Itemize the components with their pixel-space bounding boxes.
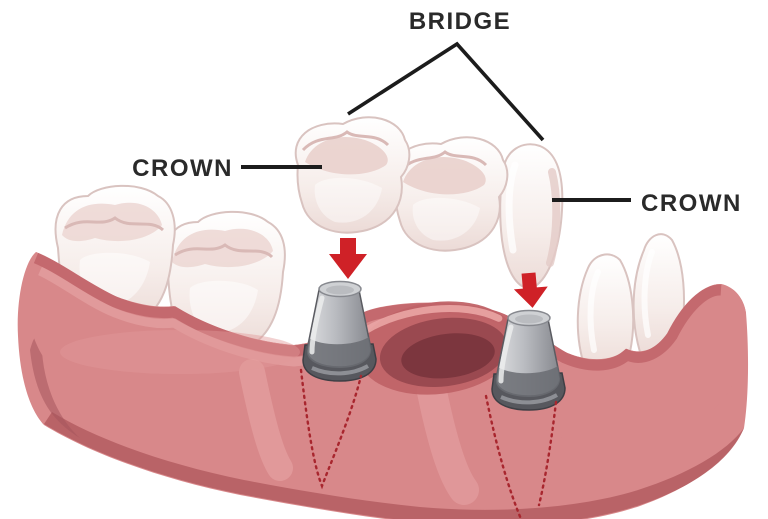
gum-streak-2 xyxy=(417,377,479,505)
down-arrow-right-icon xyxy=(513,272,548,308)
abutment-highlight xyxy=(498,324,514,384)
abutment-body-band xyxy=(307,337,371,368)
crown-shading xyxy=(403,156,486,195)
dental-bridge xyxy=(294,116,564,289)
root-outlines xyxy=(299,368,558,519)
bridge-pointer-line xyxy=(347,41,545,142)
down-arrow-left-icon xyxy=(329,238,367,279)
crown-shading xyxy=(305,136,388,175)
gum-corner-shadow xyxy=(30,337,80,438)
tooth-cusp-line xyxy=(64,216,165,232)
implant-abutment-left xyxy=(302,280,377,382)
crown-cusp-line xyxy=(301,130,390,152)
crown-label-right: CROWN xyxy=(641,190,742,217)
abutment-highlight xyxy=(309,295,325,355)
crown-highlight xyxy=(314,177,382,223)
abutment-top-inner xyxy=(326,285,354,295)
placement-arrows xyxy=(329,238,548,308)
abutment-body-band xyxy=(496,366,560,397)
crown-label-left: CROWN xyxy=(132,155,233,182)
implant-abutment-right xyxy=(491,309,566,411)
socket-rim-highlight xyxy=(361,305,503,335)
crown-cusp-line xyxy=(399,150,488,172)
pointer-lines xyxy=(241,41,631,202)
socket-deep xyxy=(401,333,495,379)
bridge-label: BRIDGE xyxy=(408,8,512,35)
bridge-crown-right xyxy=(499,143,564,289)
gum-collars xyxy=(26,252,746,505)
crown-highlight xyxy=(412,197,480,241)
tooth-cusp-line xyxy=(174,243,274,259)
abutment-flange-reflection xyxy=(311,364,369,376)
tooth-shading xyxy=(62,202,162,242)
left-molar-2 xyxy=(164,210,286,353)
crown-highlight xyxy=(505,161,519,254)
abutment-top-inner xyxy=(515,314,543,324)
root-outline-right-b xyxy=(537,400,558,507)
bridge-pontic-middle xyxy=(392,136,509,252)
gum-streak-3 xyxy=(60,330,300,374)
bridge-crown-left xyxy=(294,116,411,234)
root-outline-left xyxy=(299,368,363,490)
root-outline-right-a xyxy=(484,394,523,519)
edentulous-socket xyxy=(358,301,518,395)
abutment-flange-reflection xyxy=(500,393,558,405)
crown-shadow xyxy=(546,168,561,267)
gum-streak-1 xyxy=(239,359,293,481)
tooth-highlight xyxy=(587,269,601,353)
tooth-highlight xyxy=(189,280,258,333)
tooth-highlight xyxy=(641,249,655,338)
